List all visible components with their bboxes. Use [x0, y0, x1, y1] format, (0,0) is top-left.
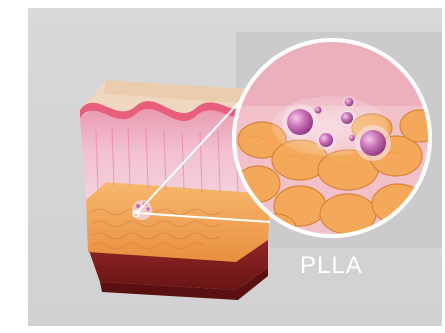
plla-caption: PLLA	[300, 252, 400, 284]
fat-layer	[86, 182, 270, 262]
injection-point	[132, 200, 152, 220]
epidermis-layer	[80, 80, 262, 121]
